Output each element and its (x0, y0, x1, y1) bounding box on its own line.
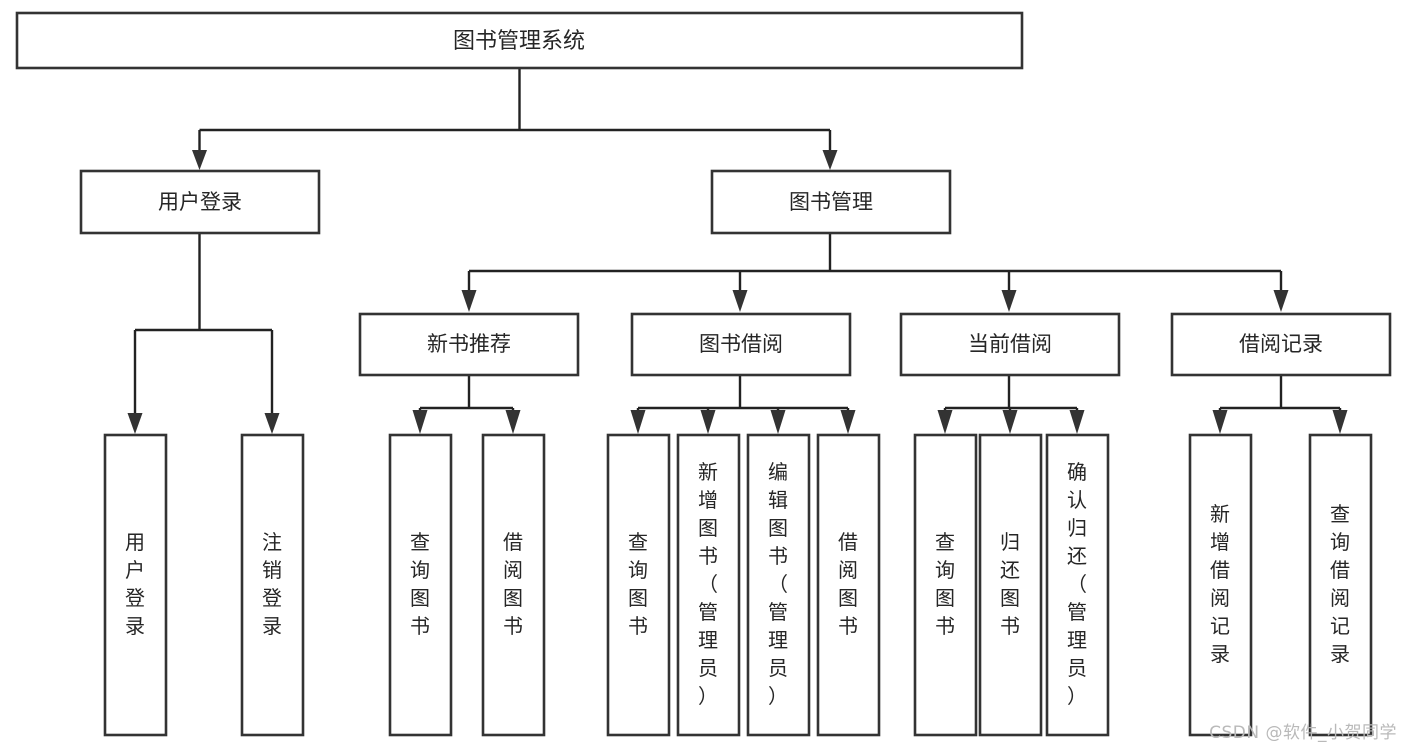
node-leaf-query-record[interactable]: 查询借阅记录 (1308, 433, 1373, 737)
node-leaf-edit-book-box[interactable] (746, 433, 811, 737)
node-leaf-add-book-box[interactable] (676, 433, 741, 737)
arrowhead-leaf-query-book-1 (412, 410, 428, 434)
arrowhead-leaf-add-book (700, 410, 716, 434)
node-leaf-query-book-3-box[interactable] (913, 433, 978, 737)
node-borrow-record-label: 借阅记录 (1239, 332, 1323, 356)
node-user-login-label: 用户登录 (158, 190, 242, 214)
node-leaf-borrow-book-1-box[interactable] (481, 433, 546, 737)
arrowhead-leaf-query-book-3 (937, 410, 953, 434)
node-user-login-box[interactable] (79, 169, 321, 235)
node-leaf-query-book-3[interactable]: 查询图书 (913, 433, 978, 737)
node-current-borrow-label: 当前借阅 (968, 332, 1052, 356)
node-new-book-recommend-box[interactable] (358, 312, 580, 377)
arrowhead-leaf-return-book (1002, 410, 1018, 434)
node-user-login[interactable]: 用户登录 (79, 169, 321, 235)
node-book-borrow-label: 图书借阅 (699, 332, 783, 356)
arrowhead-book-borrow (732, 290, 748, 312)
node-leaf-return-book-box[interactable] (978, 433, 1043, 737)
node-book-manage[interactable]: 图书管理 (710, 169, 952, 235)
node-root[interactable]: 图书管理系统 (15, 11, 1024, 70)
node-leaf-query-book-2-label: 查询图书 (628, 530, 648, 638)
arrowhead-leaf-query-book-2 (630, 410, 646, 434)
arrowhead-leaf-user-logout (264, 413, 280, 434)
node-leaf-user-login[interactable]: 用户登录 (103, 433, 168, 737)
node-leaf-add-record[interactable]: 新增借阅记录 (1188, 433, 1253, 737)
node-leaf-user-login-box[interactable] (103, 433, 168, 737)
node-leaf-edit-book-label: 编辑图书（管理员） (768, 460, 788, 708)
node-root-label: 图书管理系统 (453, 29, 585, 54)
node-book-manage-box[interactable] (710, 169, 952, 235)
arrowhead-leaf-confirm-return (1069, 410, 1085, 434)
connector-layer (127, 68, 1348, 434)
node-leaf-borrow-book-2[interactable]: 借阅图书 (816, 433, 881, 737)
node-leaf-user-logout-box[interactable] (240, 433, 305, 737)
node-borrow-record-box[interactable] (1170, 312, 1392, 377)
node-leaf-borrow-book-2-box[interactable] (816, 433, 881, 737)
arrowhead-current-borrow (1001, 290, 1017, 312)
node-leaf-edit-book[interactable]: 编辑图书（管理员） (746, 433, 811, 737)
node-leaf-query-book-1-label: 查询图书 (410, 530, 430, 638)
node-leaf-query-record-label: 查询借阅记录 (1330, 502, 1350, 666)
node-leaf-query-book-3-label: 查询图书 (935, 530, 955, 638)
node-leaf-borrow-book-2-label: 借阅图书 (838, 530, 858, 638)
node-leaf-return-book-label: 归还图书 (1000, 530, 1020, 638)
node-leaf-user-logout[interactable]: 注销登录 (240, 433, 305, 737)
arrowhead-leaf-edit-book (770, 410, 786, 434)
node-leaf-confirm-return-box[interactable] (1045, 433, 1110, 737)
node-leaf-user-login-label: 用户登录 (125, 530, 145, 638)
arrowhead-borrow-record (1273, 290, 1289, 312)
node-leaf-borrow-book-1-label: 借阅图书 (503, 530, 523, 638)
node-current-borrow-box[interactable] (899, 312, 1121, 377)
node-leaf-query-book-2-box[interactable] (606, 433, 671, 737)
arrowhead-leaf-borrow-book-1 (505, 410, 521, 434)
node-new-book-recommend-label: 新书推荐 (427, 332, 511, 356)
node-leaf-confirm-return[interactable]: 确认归还（管理员） (1045, 433, 1110, 737)
arrowhead-book-manage (822, 150, 838, 170)
node-leaf-add-book-label: 新增图书（管理员） (698, 460, 718, 708)
node-book-borrow-box[interactable] (630, 312, 852, 377)
arrowhead-user-login (192, 150, 207, 170)
node-book-borrow[interactable]: 图书借阅 (630, 312, 852, 377)
node-borrow-record[interactable]: 借阅记录 (1170, 312, 1392, 377)
node-current-borrow[interactable]: 当前借阅 (899, 312, 1121, 377)
node-leaf-query-book-1-box[interactable] (388, 433, 453, 737)
node-leaf-add-record-box[interactable] (1188, 433, 1253, 737)
node-leaf-user-logout-label: 注销登录 (262, 530, 282, 638)
node-root-box[interactable] (15, 11, 1024, 70)
csdn-watermark: CSDN @软件_小贺同学 (1209, 723, 1397, 743)
node-leaf-confirm-return-label: 确认归还（管理员） (1067, 460, 1087, 708)
arrowhead-leaf-query-record (1332, 410, 1348, 434)
node-new-book-recommend[interactable]: 新书推荐 (358, 312, 580, 377)
node-leaf-add-record-label: 新增借阅记录 (1210, 502, 1230, 666)
node-leaf-borrow-book-1[interactable]: 借阅图书 (481, 433, 546, 737)
node-leaf-add-book[interactable]: 新增图书（管理员） (676, 433, 741, 737)
node-leaf-query-book-1[interactable]: 查询图书 (388, 433, 453, 737)
node-leaf-query-record-box[interactable] (1308, 433, 1373, 737)
node-leaf-return-book[interactable]: 归还图书 (978, 433, 1043, 737)
arrowhead-leaf-borrow-book-2 (840, 410, 856, 434)
arrowhead-new-book-recommend (461, 290, 477, 312)
arrowhead-leaf-user-login (127, 413, 143, 434)
node-leaf-query-book-2[interactable]: 查询图书 (606, 433, 671, 737)
arrowhead-leaf-add-record (1212, 410, 1228, 434)
node-book-manage-label: 图书管理 (789, 190, 873, 214)
